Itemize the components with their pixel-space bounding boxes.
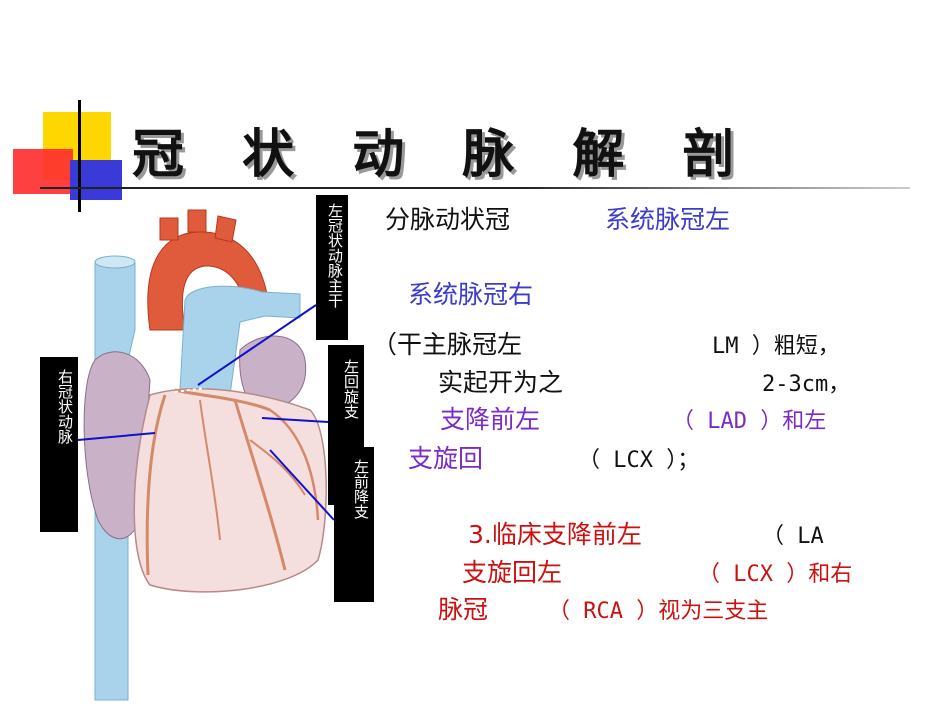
- label-left-anterior-descending: 左前降支: [334, 447, 374, 602]
- text-line3b: LM ）粗短，: [712, 334, 840, 359]
- text-line4a: 实起开为之: [438, 368, 564, 397]
- text-line8b: （ LCX ）和右: [698, 562, 853, 587]
- decor-red-square: [13, 149, 73, 194]
- text-line7b: （ LA: [762, 524, 824, 549]
- label-left-main-coronary: 左冠状动脉主干: [316, 195, 348, 340]
- text-line9b: （ RCA ）视为三支主: [548, 599, 769, 624]
- label-right-coronary: 右冠状动脉: [40, 357, 78, 532]
- title-underline: [40, 187, 910, 189]
- text-line6b: （ LCX ）；: [578, 448, 700, 473]
- text-line9a: 脉冠: [438, 595, 489, 624]
- text-line2: 系统脉冠右: [408, 280, 534, 309]
- decor-vertical-line: [78, 100, 81, 212]
- text-line5a: 支降前左: [440, 405, 541, 434]
- text-line4b: 2-3cm，: [762, 372, 851, 397]
- page-title: 冠 状 动 脉 解 剖: [132, 125, 755, 185]
- text-line8a: 支旋回左: [462, 558, 563, 587]
- text-line5b: （ LAD ）和左: [672, 409, 827, 434]
- text-line1a: 分脉动状冠: [385, 205, 511, 234]
- text-line6a: 支旋回: [408, 444, 484, 473]
- text-line1b: 系统脉冠左: [605, 205, 731, 234]
- text-line7a: 3.临床支降前左: [468, 520, 642, 549]
- text-line3a: （干主脉冠左: [372, 330, 523, 359]
